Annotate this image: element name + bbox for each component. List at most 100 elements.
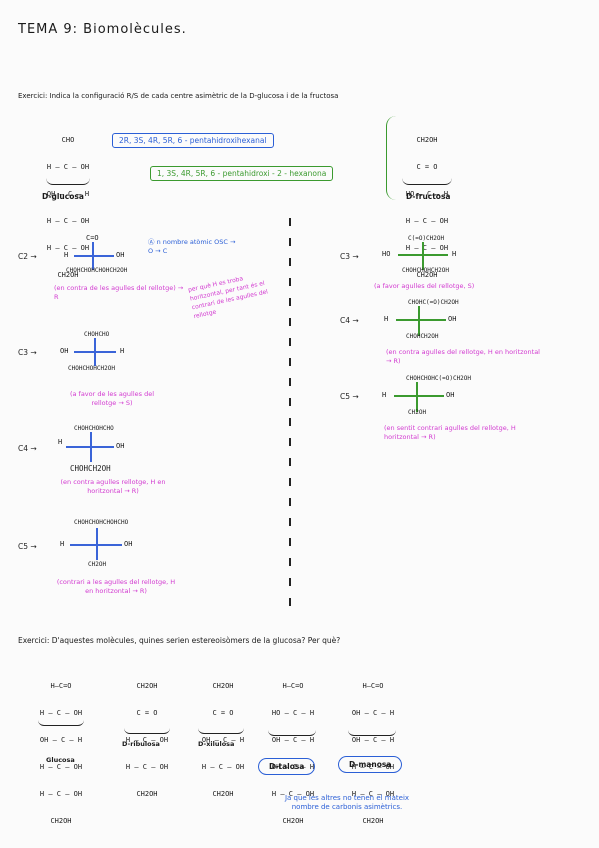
molecule-line: OH — C — H (39, 736, 83, 744)
molecule-label-circled: D-manosa (338, 756, 403, 773)
molecule-line: H — C — OH (39, 763, 83, 771)
center-label: C5 → (18, 542, 37, 551)
right-group: OH (124, 540, 133, 548)
molecule-line: C = O (136, 709, 158, 717)
molecule-manosa: H—C=O OH — C — H OH — C — H H — C — OH H… (338, 664, 408, 835)
bottom-group: CHOHCHOHCHOHCH2OH (66, 267, 128, 274)
brace (124, 728, 170, 734)
center-label: C4 → (340, 316, 359, 325)
fructose-fischer-line: H — C — OH (405, 244, 449, 252)
fructose-label: D-fructosa (406, 192, 451, 201)
brace (348, 730, 396, 736)
molecule-line: OH — C — H (351, 736, 395, 744)
glucose-label: D-glucosa (42, 192, 84, 201)
molecule-line: CH2OH (282, 817, 304, 825)
top-group: CHOHCHO (84, 331, 110, 338)
bottom-group: CHOHCHOHCH2OH (68, 365, 115, 372)
brace (268, 730, 316, 736)
fructose-fischer: CH2OH C = O HO — C — H H — C — OH H — C … (392, 118, 462, 289)
molecule-line: H — C — OH (201, 763, 245, 771)
molecule-talosa: H—C=O HO — C — H OH — C — H OH — C — H H… (258, 664, 328, 835)
molecule-line: H — C — OH (125, 763, 169, 771)
bottom-group: CH2OH (408, 409, 427, 416)
right-group: OH (116, 251, 125, 259)
glucose-fischer-line: H — C — OH (46, 244, 90, 252)
molecule-line: H — C — OH (351, 790, 395, 798)
fructose-fischer-line: C = O (416, 163, 438, 171)
molecule-line: CH2OH (136, 790, 158, 798)
center-label: C5 → (340, 392, 359, 401)
exercise2-prompt: Exercici: D'aquestes molècules, quines s… (18, 636, 341, 645)
bottom-group: CHOHCH2OH (70, 464, 111, 473)
brace (198, 728, 244, 734)
configuration-note: (contrari a les agulles del rellotge, H … (56, 578, 176, 595)
right-group: OH (448, 315, 457, 323)
molecule-line: H — C — OH (39, 790, 83, 798)
center-label: C3 → (340, 252, 359, 261)
fructose-name-box: 1, 3S, 4R, 5R, 6 - pentahidroxi - 2 - he… (150, 166, 334, 181)
brace (402, 178, 452, 185)
molecule-label-circled: D-talosa (258, 758, 316, 775)
cross-projection: CHOHCHOHCHO H OH CHOHCH2OH (54, 424, 154, 474)
brace (46, 178, 90, 185)
molecule-line: OH — C — H (271, 736, 315, 744)
top-group: CHOHC(=O)CH2OH (408, 299, 459, 306)
molecule-glucosa: H—C=O H — C — OH OH — C — H H — C — OH H… (28, 664, 94, 835)
molecule-label: D-xilulosa (198, 740, 235, 748)
left-group: H (64, 251, 69, 259)
top-group: C(=O)CH2OH (408, 235, 445, 242)
molecule-line: H — C — OH (351, 763, 395, 771)
left-group: H (384, 315, 389, 323)
cross-projection: CHOHC(=O)CH2OH H OH CHOHCH2OH (382, 298, 492, 344)
right-group: H (120, 347, 125, 355)
glucose-fischer-line: OH — C — H (46, 190, 90, 198)
molecule-line: CH2OH (136, 682, 158, 690)
fructose-fischer-line: CH2OH (416, 136, 438, 144)
molecule-label: D-ribulosa (122, 740, 160, 748)
fructose-fischer-line: CH2OH (416, 271, 438, 279)
bottom-group: CHOHCH2OH (406, 333, 439, 340)
top-group: CHOHCHOHCHO (74, 425, 114, 432)
fructose-fischer-line: H — C — OH (405, 217, 449, 225)
cross-projection: C(=O)CH2OH HO H CHOHCHOHCH2OH (380, 234, 490, 278)
cross-projection: C=O H OH CHOHCHOHCHOHCH2OH (62, 234, 142, 276)
molecule-line: CH2OH (50, 817, 72, 825)
side-note: per què H es troba horitzontal, per tant… (187, 275, 269, 321)
exercise1-prompt: Exercici: Indica la configuració R/S de … (18, 92, 339, 100)
molecule-line: CH2OH (212, 682, 234, 690)
glucose-name-box: 2R, 3S, 4R, 5R, 6 - pentahidroxihexanal (112, 133, 274, 148)
molecule-line: HO — C — H (271, 709, 315, 717)
bottom-group: CH2OH (88, 561, 107, 568)
configuration-note: (en contra de les agulles del rellotge) … (54, 284, 184, 301)
top-group: C=O (86, 234, 99, 242)
center-label: C3 → (18, 348, 37, 357)
left-group: H (60, 540, 65, 548)
molecule-line: OH — C — H (201, 736, 245, 744)
molecule-line: C = O (212, 709, 234, 717)
configuration-note: (a favor de les agulles del rellotge → S… (69, 390, 155, 407)
molecule-ribulosa: CH2OH C = O H — C — OH H — C — OH CH2OH (114, 664, 180, 808)
molecule-line: H — C — OH (125, 736, 169, 744)
green-brace (386, 116, 397, 200)
molecule-line: H—C=O (282, 682, 304, 690)
bottom-group: CHOHCHOHCH2OH (402, 267, 449, 274)
molecule-line: OH — C — H (351, 709, 395, 717)
molecule-line: H—C=O (362, 682, 384, 690)
cross-projection: CHOHCHO OH H CHOHCHOHCH2OH (58, 330, 148, 374)
molecule-line: H — C — OH (39, 709, 83, 717)
right-group: OH (116, 442, 125, 450)
left-group: H (58, 438, 63, 446)
answer-note: Ja que les altres no tenen el mateix nom… (284, 794, 410, 811)
fructose-fischer-line: HO — C — H (405, 190, 449, 198)
molecule-line: H — C — OH (271, 790, 315, 798)
glucose-fischer-line: CH2OH (57, 271, 79, 279)
center-label: C2 → (18, 252, 37, 261)
top-group: CHOHCHOHCHOHCHO (74, 519, 129, 526)
glucose-fischer-line: H — C — OH (46, 217, 90, 225)
cross-projection: CHOHCHOHCHOHCHO H OH CH2OH (54, 518, 174, 572)
cross-projection: CHOHCHOHC(=O)CH2OH H OH CH2OH (382, 374, 502, 420)
configuration-note: (en contra agulles del rellotge, H en ho… (386, 348, 540, 365)
left-group: HO (382, 250, 391, 258)
glucose-fischer-line: H — C — OH (46, 163, 90, 171)
right-group: H (452, 250, 457, 258)
